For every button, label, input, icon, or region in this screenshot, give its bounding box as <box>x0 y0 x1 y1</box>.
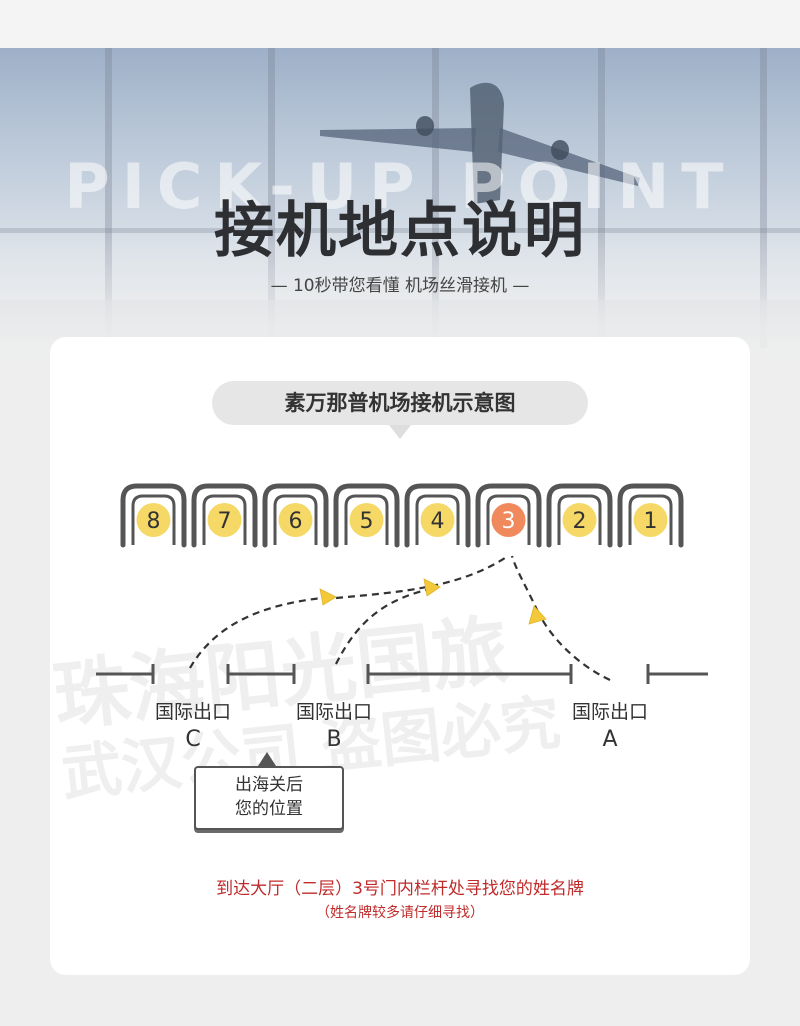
gate-badge <box>207 503 242 537</box>
gate-2: 2 <box>546 483 613 548</box>
route-c-to-b <box>189 596 323 669</box>
window-frame <box>432 48 439 348</box>
gate-5: 5 <box>333 483 400 548</box>
gate-badge <box>349 503 384 537</box>
gate-arch <box>333 483 400 548</box>
page-title: 接机地点说明 <box>214 196 586 266</box>
gate-arch <box>191 483 258 548</box>
gate-badge <box>562 503 597 537</box>
gate-arch <box>475 483 542 548</box>
gates-layer: 8 7 6 5 4 3 2 1 <box>120 483 684 548</box>
gate-arch-inner <box>415 494 460 545</box>
gate-number: 6 <box>289 509 303 534</box>
route-a-up <box>537 611 611 681</box>
gate-number: 1 <box>644 509 658 534</box>
callout-line-1: 出海关后 <box>235 775 303 795</box>
gate-arch <box>404 483 471 548</box>
exit-a-letter: A <box>602 727 618 752</box>
gate-arch <box>262 483 329 548</box>
meeting-point-note: 到达大厅（二层）3号门内栏杆处寻找您的姓名牌 <box>216 879 584 899</box>
gate-number: 8 <box>147 509 161 534</box>
callout-pointer <box>258 752 276 766</box>
gate-arch <box>617 483 684 548</box>
map-title: 素万那普机场接机示意图 <box>212 381 588 425</box>
gate-badge <box>491 503 526 537</box>
gate-arch-inner <box>344 494 389 545</box>
gate-arch <box>120 483 187 548</box>
floor-plan <box>96 664 708 684</box>
gate-number: 4 <box>431 509 445 534</box>
gate-arch-inner <box>131 494 176 545</box>
window-frame <box>760 48 767 348</box>
routes <box>189 555 611 681</box>
gate-number: 2 <box>573 509 587 534</box>
window-frame <box>105 48 112 348</box>
arrowhead <box>319 588 337 606</box>
gate-4: 4 <box>404 483 471 548</box>
exit-a-label: 国际出口 <box>571 701 648 723</box>
exit-c-label: 国际出口 <box>154 701 231 723</box>
hero-top-strip <box>0 0 800 48</box>
gate-number: 3 <box>502 509 516 534</box>
gate-number: 5 <box>360 509 374 534</box>
exit-b-letter: B <box>326 727 342 752</box>
gate-badge <box>136 503 171 537</box>
gate-arch <box>546 483 613 548</box>
info-card <box>50 337 750 975</box>
gate-arch-inner <box>202 494 247 545</box>
gate-arch-inner <box>628 494 673 545</box>
gate-7: 7 <box>191 483 258 548</box>
watermark-title: PICK-UP POINT <box>64 150 736 223</box>
gate-arch-inner <box>273 494 318 545</box>
gate-badge <box>420 503 455 537</box>
arrowhead <box>423 578 441 597</box>
gate-1: 1 <box>617 483 684 548</box>
callout-line-2: 您的位置 <box>235 799 303 819</box>
gate-arch-inner <box>557 494 602 545</box>
exit-c-letter: C <box>185 727 201 752</box>
arrowhead <box>528 605 547 625</box>
route-arrows <box>319 578 547 625</box>
gate-6: 6 <box>262 483 329 548</box>
gate-number: 7 <box>218 509 232 534</box>
route-to-gate3 <box>335 555 509 600</box>
map-title-pointer <box>389 425 411 439</box>
gate-8: 8 <box>120 483 187 548</box>
your-position-callout: 出海关后 您的位置 <box>194 766 344 830</box>
meeting-point-subnote: （姓名牌较多请仔细寻找） <box>316 905 484 921</box>
gate-badge <box>278 503 313 537</box>
page-subtitle: — 10秒带您看懂 机场丝滑接机 — <box>270 276 530 296</box>
route-a-to-gate3 <box>510 555 540 613</box>
gate-arch-inner <box>486 494 531 545</box>
gate-badge <box>633 503 668 537</box>
route-b-up <box>335 586 435 665</box>
window-frame <box>268 48 275 348</box>
gate-3: 3 <box>475 483 542 548</box>
window-frame <box>598 48 605 348</box>
exit-b-label: 国际出口 <box>295 701 372 723</box>
